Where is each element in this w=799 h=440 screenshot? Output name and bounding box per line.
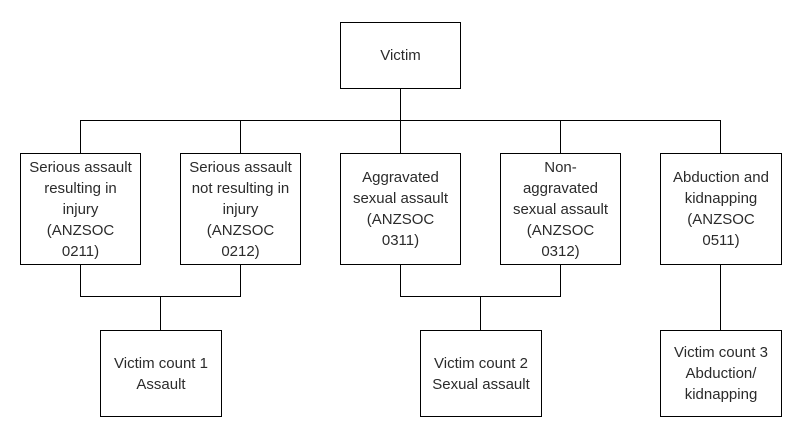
- connector-line: [560, 264, 561, 297]
- node-label: Non- aggravated sexual assault (ANZSOC 0…: [512, 158, 609, 260]
- node-victim-count-3-abduction-kidnapping: Victim count 3 Abduction/ kidnapping: [660, 330, 782, 417]
- node-victim-count-1-assault: Victim count 1 Assault: [100, 330, 222, 417]
- node-label: Serious assault not resulting in injury …: [189, 158, 292, 260]
- node-anzsoc-0312-non-aggravated-sexual-assault: Non- aggravated sexual assault (ANZSOC 0…: [500, 153, 621, 265]
- node-anzsoc-0511-abduction-kidnapping: Abduction and kidnapping (ANZSOC 0511): [660, 153, 782, 265]
- node-victim: Victim: [340, 22, 461, 89]
- node-label: Victim: [380, 47, 421, 64]
- node-anzsoc-0212-serious-assault-no-injury: Serious assault not resulting in injury …: [180, 153, 301, 265]
- node-label: Aggravated sexual assault (ANZSOC 0311): [352, 169, 449, 249]
- node-label: Serious assault resulting in injury (ANZ…: [29, 158, 132, 260]
- node-label: Victim count 1 Assault: [114, 354, 208, 393]
- connector-line: [400, 120, 401, 154]
- connector-line: [80, 264, 81, 297]
- connector-line: [240, 264, 241, 297]
- connector-line: [720, 264, 721, 331]
- node-victim-count-2-sexual-assault: Victim count 2 Sexual assault: [420, 330, 542, 417]
- connector-line: [720, 120, 721, 154]
- node-label: Victim count 3 Abduction/ kidnapping: [674, 344, 768, 403]
- connector-line: [560, 120, 561, 154]
- node-label: Victim count 2 Sexual assault: [432, 354, 530, 393]
- connector-line: [400, 88, 401, 121]
- connector-line: [160, 296, 161, 331]
- connector-line: [480, 296, 481, 331]
- node-label: Abduction and kidnapping (ANZSOC 0511): [673, 169, 769, 249]
- connector-line: [80, 120, 81, 154]
- connector-line: [400, 264, 401, 297]
- connector-line: [240, 120, 241, 154]
- node-anzsoc-0211-serious-assault-injury: Serious assault resulting in injury (ANZ…: [20, 153, 141, 265]
- node-anzsoc-0311-aggravated-sexual-assault: Aggravated sexual assault (ANZSOC 0311): [340, 153, 461, 265]
